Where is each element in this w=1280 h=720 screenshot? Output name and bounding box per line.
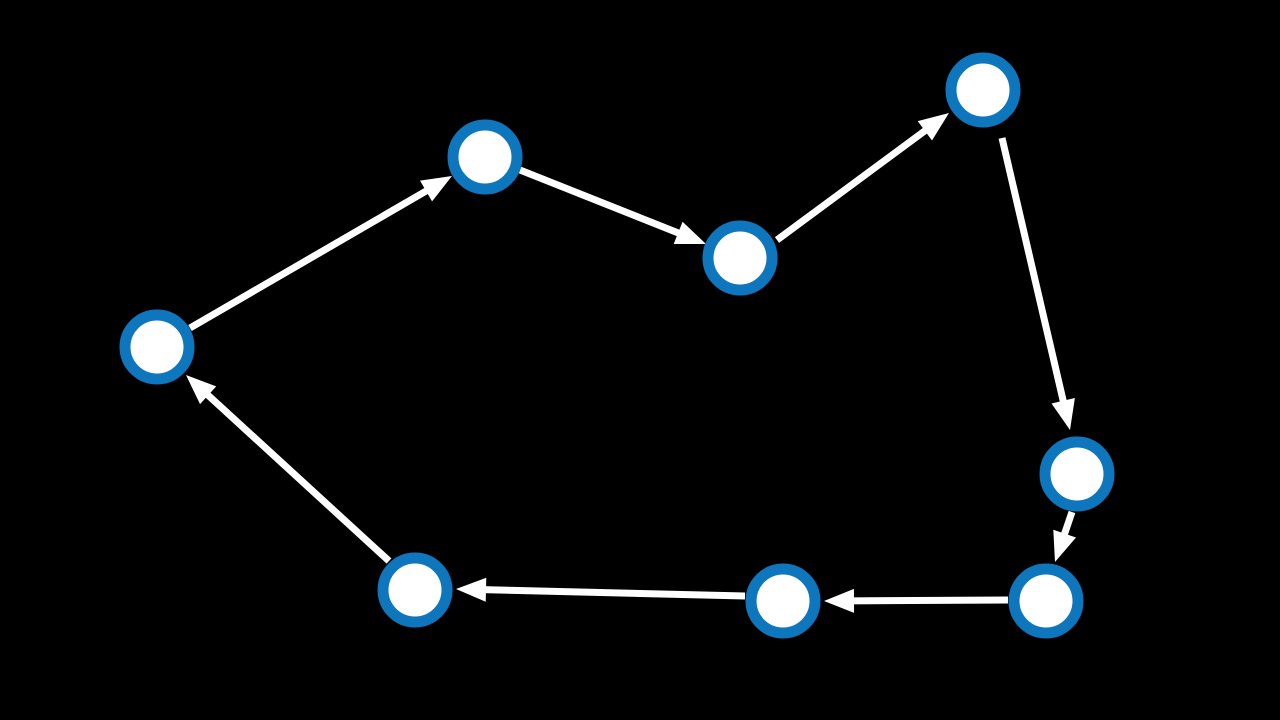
node-circle <box>702 220 778 296</box>
graph-node[interactable] <box>745 563 821 639</box>
graph-edge[interactable] <box>998 137 1075 430</box>
graph-edge[interactable] <box>774 113 949 243</box>
graph-node[interactable] <box>1008 563 1084 639</box>
node-circle <box>119 309 195 385</box>
graph-edge[interactable] <box>824 588 1009 613</box>
edge-shaft <box>203 390 392 564</box>
edge-shaft <box>1060 510 1076 539</box>
graph-node[interactable] <box>447 119 523 195</box>
edge-shaft <box>850 596 1009 605</box>
edge-arrowhead-icon <box>1051 398 1075 430</box>
node-circle <box>377 552 453 628</box>
graph-node[interactable] <box>119 309 195 385</box>
edge-arrowhead-icon <box>1053 529 1077 562</box>
nodes-layer <box>119 52 1115 639</box>
edge-arrowhead-icon <box>456 577 487 602</box>
graph-edge[interactable] <box>456 577 746 602</box>
graph-node[interactable] <box>702 220 778 296</box>
edges-layer <box>186 113 1077 613</box>
node-circle <box>745 563 821 639</box>
edge-arrowhead-icon <box>673 221 706 245</box>
node-circle <box>1039 436 1115 512</box>
graph-edge[interactable] <box>186 375 392 564</box>
graph-edge[interactable] <box>188 176 452 332</box>
edge-shaft <box>518 166 683 238</box>
node-circle <box>447 119 523 195</box>
graph-node[interactable] <box>377 552 453 628</box>
node-circle <box>945 52 1021 128</box>
edge-shaft <box>188 186 431 332</box>
graph-node[interactable] <box>945 52 1021 128</box>
edge-shaft <box>774 125 930 243</box>
edge-arrowhead-icon <box>824 588 855 613</box>
edge-arrowhead-icon <box>917 113 949 141</box>
node-circle <box>1008 563 1084 639</box>
graph-edge[interactable] <box>518 166 706 245</box>
edge-shaft <box>998 137 1068 406</box>
graph-node[interactable] <box>1039 436 1115 512</box>
edge-arrowhead-icon <box>420 176 452 202</box>
edge-shaft <box>482 586 746 600</box>
graph-edge[interactable] <box>1053 510 1077 562</box>
edge-arrowhead-icon <box>186 375 217 405</box>
